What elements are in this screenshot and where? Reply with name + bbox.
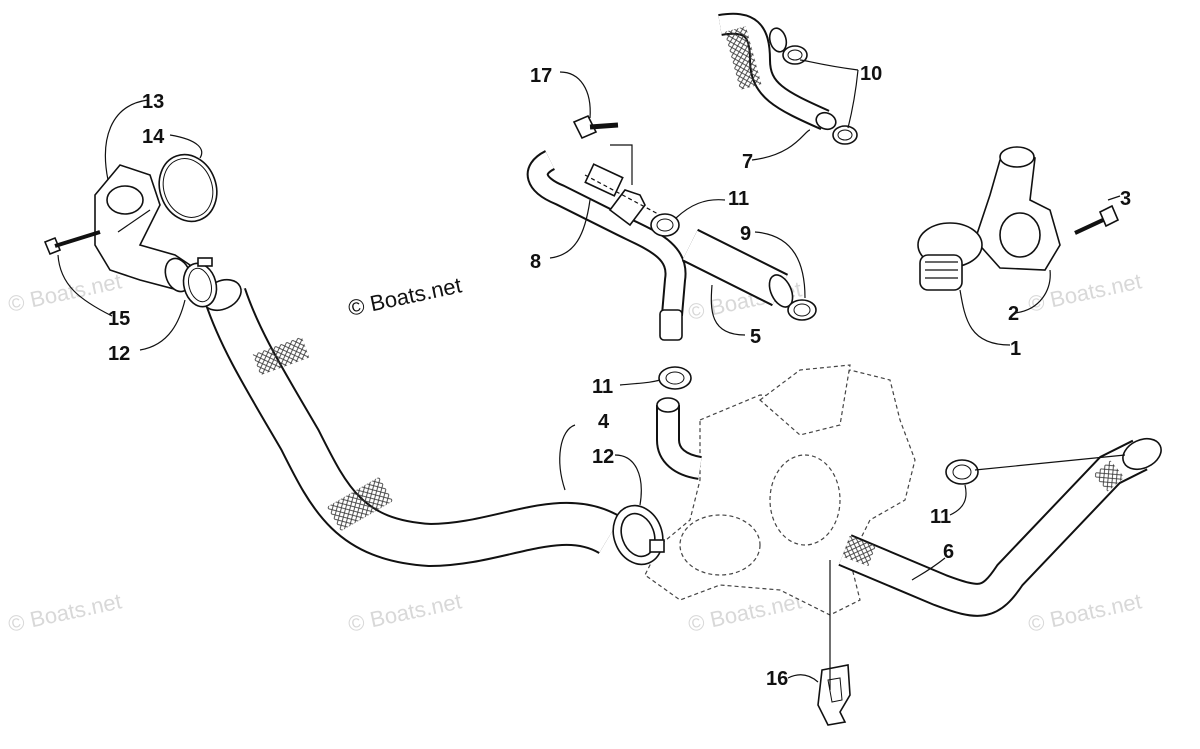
callout-2: 2 [1008, 303, 1019, 325]
clamp-12-right [612, 504, 665, 566]
callout-11-middle: 11 [592, 376, 613, 398]
callout-16: 16 [766, 668, 788, 690]
alignment-lines [117, 174, 1126, 690]
callout-9: 9 [740, 223, 751, 245]
clamp-12-left [182, 257, 218, 308]
bolt-17 [572, 114, 619, 140]
bolt-3 [1074, 204, 1120, 235]
watermark: © Boats.net [1026, 268, 1144, 316]
clamp-11-right [945, 459, 979, 485]
hose-6 [838, 437, 1162, 617]
callout-4: 4 [598, 411, 610, 433]
callout-12: 12 [108, 343, 130, 365]
callout-17: 17 [530, 65, 552, 87]
callout-6: 6 [943, 541, 954, 563]
hose-5 [681, 228, 794, 308]
clamp-11-middle [658, 366, 692, 390]
o-ring-14 [158, 153, 218, 223]
callout-8: 8 [530, 251, 541, 273]
watermark: © Boats.net [686, 588, 804, 636]
thermostat-1 [917, 222, 983, 291]
watermark: © Boats.net [6, 268, 124, 316]
callout-12-right: 12 [592, 446, 614, 468]
callout-14: 14 [142, 126, 165, 148]
clamp-9 [787, 299, 817, 321]
callout-15: 15 [108, 308, 130, 330]
clamp-11-upper [650, 213, 680, 237]
leader-lines [57, 59, 1121, 683]
hose-7 [718, 12, 837, 131]
hose-4 [202, 278, 622, 568]
copyright-label: © Boats.net [346, 272, 464, 320]
callout-11-upper: 11 [728, 188, 749, 210]
watermark: © Boats.net [346, 588, 464, 636]
callout-10: 10 [860, 63, 882, 85]
callout-13: 13 [142, 91, 164, 113]
callout-numbers: 13 14 15 12 17 10 7 3 11 9 8 5 2 1 11 4 … [108, 63, 1131, 690]
callout-1: 1 [1010, 338, 1021, 360]
thermostat-housing-2 [974, 146, 1061, 271]
clip-16 [817, 664, 851, 726]
bolt-15 [43, 230, 101, 256]
watermark: © Boats.net [6, 588, 124, 636]
clamp-10-a [782, 45, 808, 65]
callout-3: 3 [1120, 188, 1131, 210]
pump-inlet-hose [656, 397, 703, 480]
watermark: © Boats.net [1026, 588, 1144, 636]
clamp-10-b [832, 125, 858, 145]
callout-5: 5 [750, 326, 761, 348]
callout-11-right: 11 [930, 506, 951, 528]
pipe-8 [526, 150, 687, 341]
callout-7: 7 [742, 151, 753, 173]
